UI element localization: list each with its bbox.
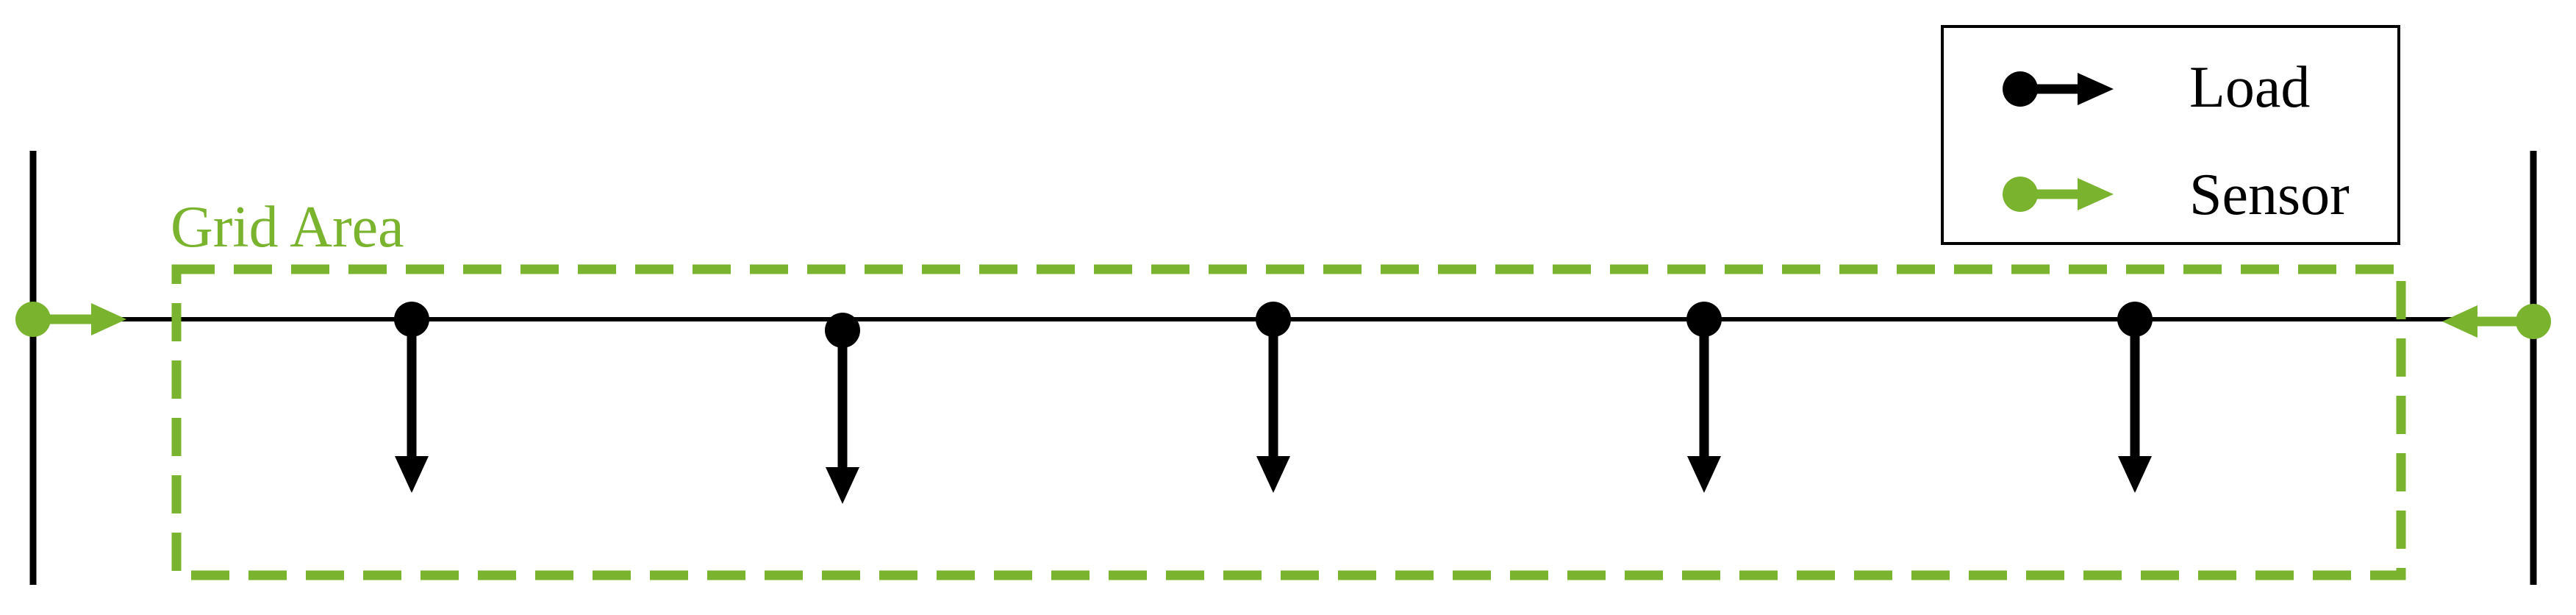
load-5-arrowhead bbox=[2118, 456, 2152, 493]
sensor-right bbox=[2442, 304, 2551, 339]
load-4 bbox=[1686, 302, 1722, 493]
load-4-arrowhead bbox=[1687, 456, 1721, 493]
load-5 bbox=[2117, 302, 2153, 493]
grid-area-title: Grid Area bbox=[171, 195, 404, 260]
legend-load-arrowhead bbox=[2078, 73, 2114, 105]
sensor-left bbox=[15, 302, 126, 337]
load-2 bbox=[825, 313, 860, 504]
legend-sensor-label: Sensor bbox=[2189, 163, 2350, 227]
sensor-left-arrowhead bbox=[91, 303, 126, 335]
sensor-right-arrowhead bbox=[2442, 305, 2477, 338]
legend-item-sensor: Sensor bbox=[2003, 163, 2350, 227]
legend: Load Sensor bbox=[1941, 25, 2400, 245]
load-1 bbox=[394, 302, 429, 493]
legend-load-label: Load bbox=[2189, 55, 2310, 120]
legend-sensor-arrowhead bbox=[2078, 178, 2114, 210]
load-3-arrowhead bbox=[1256, 456, 1290, 493]
load-1-arrowhead bbox=[395, 456, 429, 493]
grid-area-boundary bbox=[171, 264, 2406, 580]
load-2-arrowhead bbox=[826, 467, 859, 504]
load-3 bbox=[1256, 302, 1291, 493]
legend-item-load: Load bbox=[2003, 55, 2310, 120]
